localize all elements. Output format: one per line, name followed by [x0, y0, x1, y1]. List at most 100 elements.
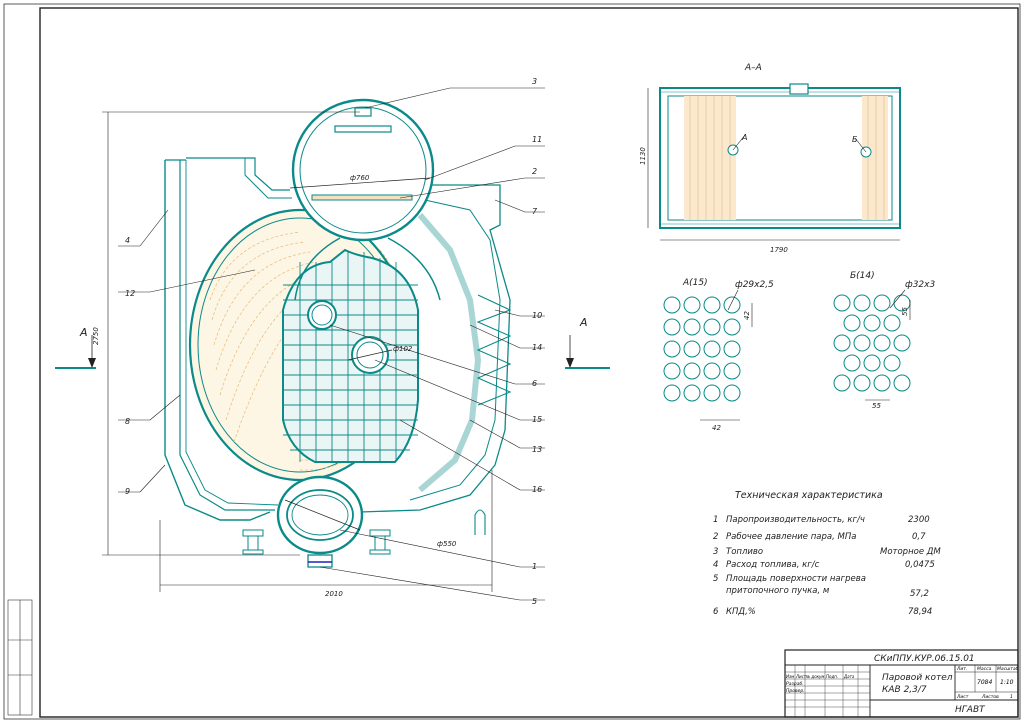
tube-b — [893, 334, 911, 352]
spec-6-name: КПД,% — [726, 607, 756, 617]
detail-b-title: Б(14) — [850, 271, 875, 281]
dim-upper-drum: ф760 — [350, 174, 370, 182]
tube-a — [663, 340, 681, 358]
spec-3-name: Топливо — [726, 547, 763, 557]
tube-a — [663, 362, 681, 380]
spec-4-name: Расход топлива, кг/с — [726, 560, 820, 570]
tube-b — [873, 374, 891, 392]
spec-5-name2: притопочного пучка, м — [726, 586, 830, 596]
tube-a — [683, 318, 701, 336]
tube-a — [703, 384, 721, 402]
callout-numbers: 3 11 2 7 4 12 10 14 6 15 13 8 16 9 1 5 — [125, 77, 542, 606]
tube-a — [703, 362, 721, 380]
tube-b — [843, 354, 861, 372]
boiler-main-view: A A 2750 2010 ф760 ф550 ф102 — [55, 98, 610, 598]
callout-12: 12 — [125, 289, 135, 298]
tube-a — [683, 296, 701, 314]
tube-b — [833, 334, 851, 352]
tube-a — [663, 296, 681, 314]
dim-aa-height: 1130 — [639, 147, 647, 165]
hole-label-b: Б — [852, 135, 858, 144]
hole-label-a: А — [741, 133, 747, 142]
tube-b — [883, 314, 901, 332]
detail-a-pipe: ф29х2,5 — [735, 280, 774, 290]
callout-leaders — [118, 87, 545, 601]
tube-b — [883, 354, 901, 372]
spec-4-n: 4 — [713, 560, 718, 570]
detail-a-view: А(15) ф29х2,5 42 42 — [663, 278, 774, 432]
tube-a — [723, 340, 741, 358]
section-marker-right: A — [565, 316, 610, 369]
role-developer: Разраб. — [786, 681, 804, 687]
spec-2-value: 0,7 — [912, 532, 926, 542]
callout-10: 10 — [532, 311, 542, 320]
tube-b — [863, 314, 881, 332]
callout-2: 2 — [532, 167, 537, 176]
spec-4-value: 0,0475 — [905, 560, 935, 570]
callout-16: 16 — [532, 485, 542, 494]
dim-pitch-a: 42 — [712, 424, 721, 432]
section-label-right: A — [579, 316, 588, 329]
detail-b-pipe: ф32х3 — [905, 280, 935, 290]
drawing-name-1: Паровой котел — [882, 673, 953, 683]
tube-a — [723, 296, 741, 314]
detail-a-title: А(15) — [682, 278, 708, 288]
spec-5-value: 57,2 — [910, 589, 929, 599]
dim-pitch-b2: 55 — [901, 307, 909, 316]
outer-frame — [3, 3, 1021, 720]
tube-a — [703, 318, 721, 336]
spec-1-n: 1 — [713, 515, 718, 525]
upper-drum — [291, 98, 435, 242]
title-block-text: СКиППУ.КУР.06.15.01 Паровой котел КАВ 2,… — [786, 654, 1019, 715]
title-block — [784, 649, 1019, 718]
spec-5-n: 5 — [713, 574, 718, 584]
tech-specs: Техническая характеристика 1 Паропроизво… — [713, 490, 941, 617]
dim-aa-length: 1790 — [770, 246, 788, 254]
section-aa-title: А–А — [744, 63, 762, 73]
callout-8: 8 — [125, 417, 130, 426]
stamp-scale: Масштаб — [997, 666, 1019, 672]
tube-a — [723, 362, 741, 380]
spec-3-n: 3 — [713, 547, 718, 557]
col-izm: Изм — [786, 674, 794, 679]
callout-14: 14 — [532, 343, 542, 352]
spec-1-name: Паропроизводительность, кг/ч — [726, 515, 865, 525]
organization: НГАВТ — [955, 705, 986, 715]
callout-5: 5 — [532, 597, 537, 606]
stamp-sheets-value: 1 — [1010, 694, 1013, 700]
callout-11: 11 — [532, 135, 542, 144]
col-doc: № докум. — [805, 674, 826, 679]
section-label-left: A — [79, 326, 88, 339]
tube-b — [853, 374, 871, 392]
tube-b — [853, 294, 871, 312]
tube-a — [663, 384, 681, 402]
binding-strip — [7, 599, 33, 716]
tube-a — [703, 340, 721, 358]
dim-height: 2750 — [92, 327, 100, 345]
callout-7: 7 — [532, 207, 538, 216]
tube-a — [723, 318, 741, 336]
col-sign: Подп. — [826, 674, 838, 679]
drawing-name-2: КАВ 2,3/7 — [882, 685, 927, 695]
callout-15: 15 — [532, 415, 542, 424]
tube-b — [853, 334, 871, 352]
spec-5-name: Площадь поверхности нагрева — [726, 574, 866, 584]
spec-6-n: 6 — [713, 607, 719, 617]
col-date: Дата — [843, 674, 855, 679]
dim-pitch-a2: 42 — [743, 311, 751, 320]
tube-b — [873, 294, 891, 312]
col-list: Лист — [795, 674, 807, 679]
callout-6: 6 — [532, 379, 537, 388]
callout-9: 9 — [125, 487, 130, 496]
dim-width: 2010 — [325, 590, 343, 598]
stamp-scale-value: 1:10 — [1000, 679, 1014, 686]
stamp-sheet: Лист — [956, 694, 969, 700]
spec-6-value: 78,94 — [908, 607, 932, 617]
stamp-lit: Лит. — [956, 666, 967, 672]
drawing-code: СКиППУ.КУР.06.15.01 — [874, 654, 975, 664]
tube-a — [683, 362, 701, 380]
tube-a — [683, 340, 701, 358]
detail-b-view: Б(14) ф32х3 55 55 — [833, 271, 935, 410]
